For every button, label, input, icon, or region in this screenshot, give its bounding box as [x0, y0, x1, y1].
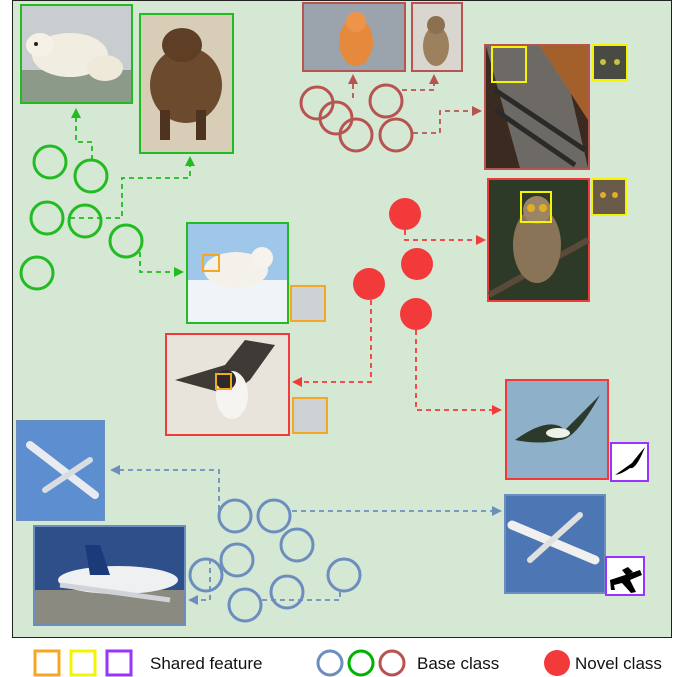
- bear-base-cluster: [19, 144, 144, 291]
- cluster-point: [219, 542, 255, 578]
- tabby-cat-image: [411, 2, 463, 72]
- legend-base-class-swatches: [316, 649, 406, 677]
- novel-point: [353, 268, 385, 300]
- cluster-point: [217, 498, 253, 534]
- legend-shared-feature-swatches: [33, 649, 133, 677]
- airliner-flying-image: [504, 494, 645, 596]
- cluster-point: [108, 223, 144, 259]
- cluster-point: [188, 557, 224, 593]
- novel-arrows: [292, 230, 502, 415]
- cat-closeup-image: [484, 44, 628, 170]
- novel-point: [389, 198, 421, 230]
- albatross-image: [505, 379, 649, 482]
- cluster-point: [67, 203, 103, 239]
- cluster-point: [338, 117, 374, 153]
- cluster-point: [73, 158, 109, 194]
- parked-airliner-image: [33, 525, 186, 626]
- polar-bear-walking-image: [186, 222, 326, 324]
- orange-cat-image: [302, 2, 406, 72]
- novel-point: [400, 298, 432, 330]
- cluster-point: [378, 117, 414, 153]
- owl-image: [487, 178, 627, 302]
- cat-arrows: [348, 74, 482, 134]
- cluster-point: [326, 557, 362, 593]
- airplane-arrows: [110, 465, 502, 605]
- legend-novel-class-swatch: [544, 650, 570, 676]
- bird-flight-image: [165, 333, 328, 436]
- cluster-point: [29, 200, 65, 236]
- bear-arrows: [70, 108, 195, 277]
- cluster-point: [269, 574, 305, 610]
- legend-base-class-label: Base class: [417, 654, 500, 673]
- brown-bear-image: [139, 13, 234, 154]
- airplane-sky-image: [16, 420, 105, 521]
- cluster-point: [256, 498, 292, 534]
- cluster-point: [279, 527, 315, 563]
- cluster-point: [368, 83, 404, 119]
- cat-base-cluster: [299, 83, 414, 153]
- polar-bear-image: [20, 4, 133, 104]
- novel-point: [401, 248, 433, 280]
- cluster-point: [227, 587, 263, 623]
- novel-class-cluster: [353, 198, 433, 330]
- legend-shared-feature-label: Shared feature: [150, 654, 263, 673]
- cluster-point: [32, 144, 68, 180]
- cluster-point: [19, 255, 55, 291]
- legend-novel-class-label: Novel class: [575, 654, 662, 673]
- airplane-base-cluster: [188, 498, 362, 623]
